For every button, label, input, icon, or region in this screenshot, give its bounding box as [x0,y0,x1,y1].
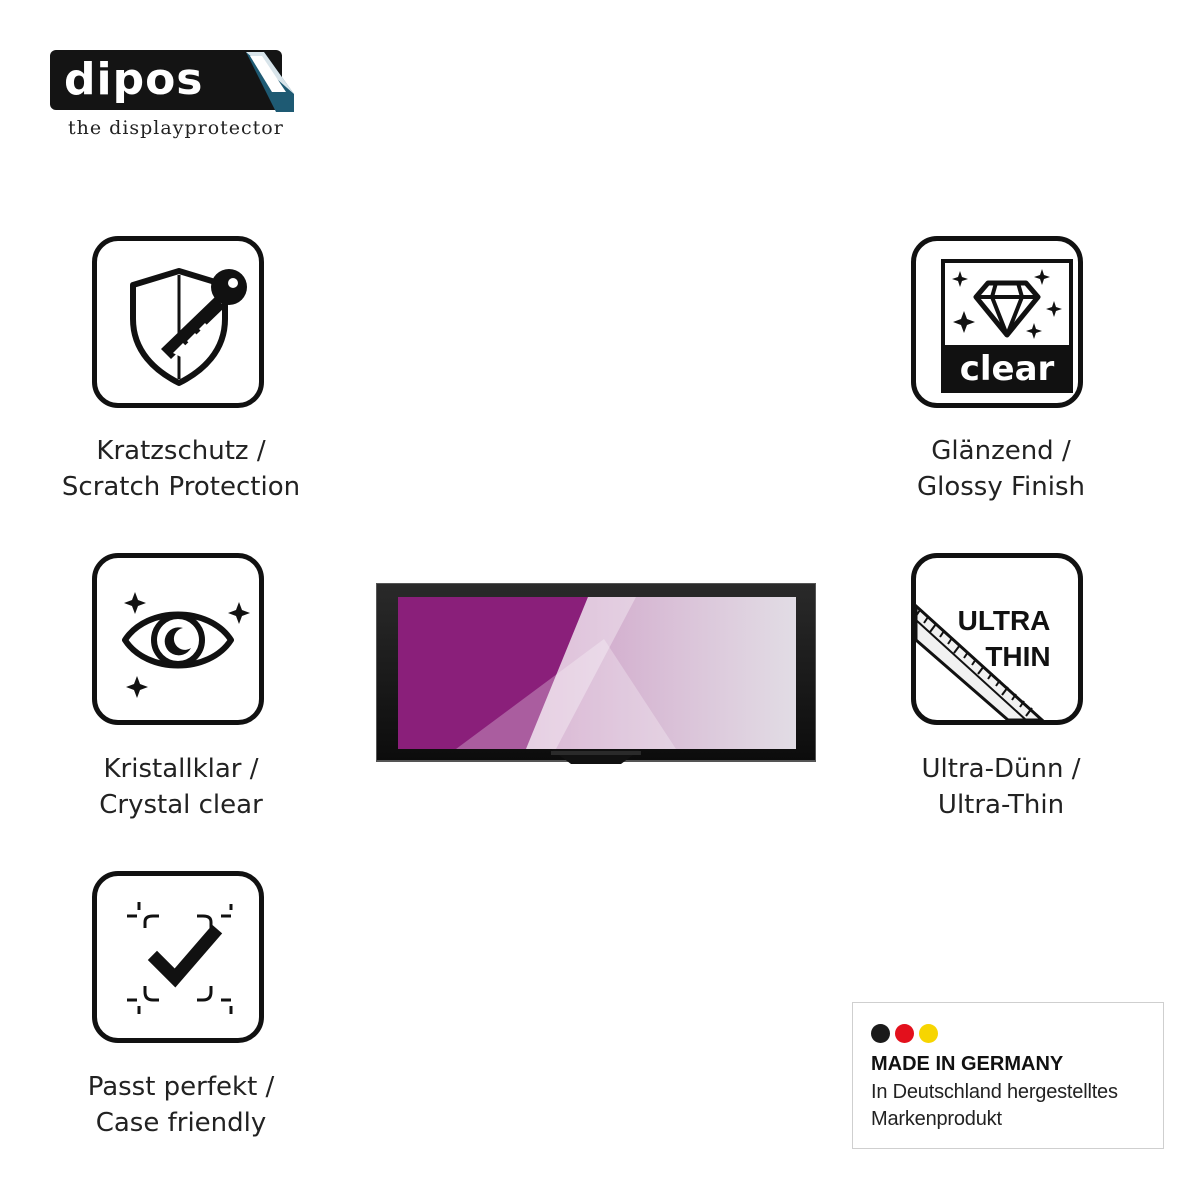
product-display-image [375,582,817,764]
caption-line-de: Kristallklar / [103,754,259,784]
flag-dot-red [895,1024,914,1043]
feature-tile-crystal-clear [92,553,264,725]
flag-dot-black [871,1024,890,1043]
feature-caption-scratch-protection: Kratzschutz / Scratch Protection [21,433,341,505]
feature-caption-glossy-finish: Glänzend / Glossy Finish [841,433,1161,505]
caption-line-de: Passt perfekt / [87,1072,275,1102]
caption-line-en: Glossy Finish [916,472,1086,502]
feature-tile-ultra-thin: ULTRA THIN [911,553,1083,725]
eye-sparkle-icon [122,592,250,698]
ultra-thin-badge-line2: THIN [985,641,1050,672]
diamond-clear-icon: clear [941,259,1073,393]
caption-line-de: Ultra-Dünn / [921,754,1081,784]
display-screen-graphic [375,582,817,764]
feature-caption-ultra-thin: Ultra-Dünn / Ultra-Thin [841,751,1161,823]
brand-name: dipos [64,54,204,105]
clear-badge-text: clear [960,349,1055,389]
feature-tile-glossy-finish: clear [911,236,1083,408]
ultra-thin-badge-line1: ULTRA [958,605,1051,636]
made-in-germany-title: MADE IN GERMANY [871,1053,1064,1075]
checkmark-frame-icon [127,902,233,1014]
made-in-germany-line2: Markenprodukt [871,1108,1002,1130]
flag-dot-gold [919,1024,938,1043]
caption-line-en: Crystal clear [99,790,263,820]
ultra-thin-ruler-icon: ULTRA THIN [916,603,1051,720]
brand-logo: dipos [50,50,294,112]
shield-key-icon [130,268,247,386]
caption-line-en: Ultra-Thin [937,790,1065,820]
brand-tagline: the displayprotector [68,117,284,139]
feature-tile-scratch-protection [92,236,264,408]
caption-line-en: Case friendly [95,1108,267,1138]
made-in-germany-line1: In Deutschland hergestelltes [871,1081,1118,1103]
logo-badge-shape [50,50,294,112]
caption-line-de: Glänzend / [931,436,1071,466]
feature-tile-case-friendly [92,871,264,1043]
feature-caption-case-friendly: Passt perfekt / Case friendly [21,1069,341,1141]
caption-line-en: Scratch Protection [61,472,301,502]
caption-line-de: Kratzschutz / [96,436,266,466]
feature-caption-crystal-clear: Kristallklar / Crystal clear [21,751,341,823]
made-in-germany-badge: MADE IN GERMANY In Deutschland hergestel… [852,1002,1164,1149]
